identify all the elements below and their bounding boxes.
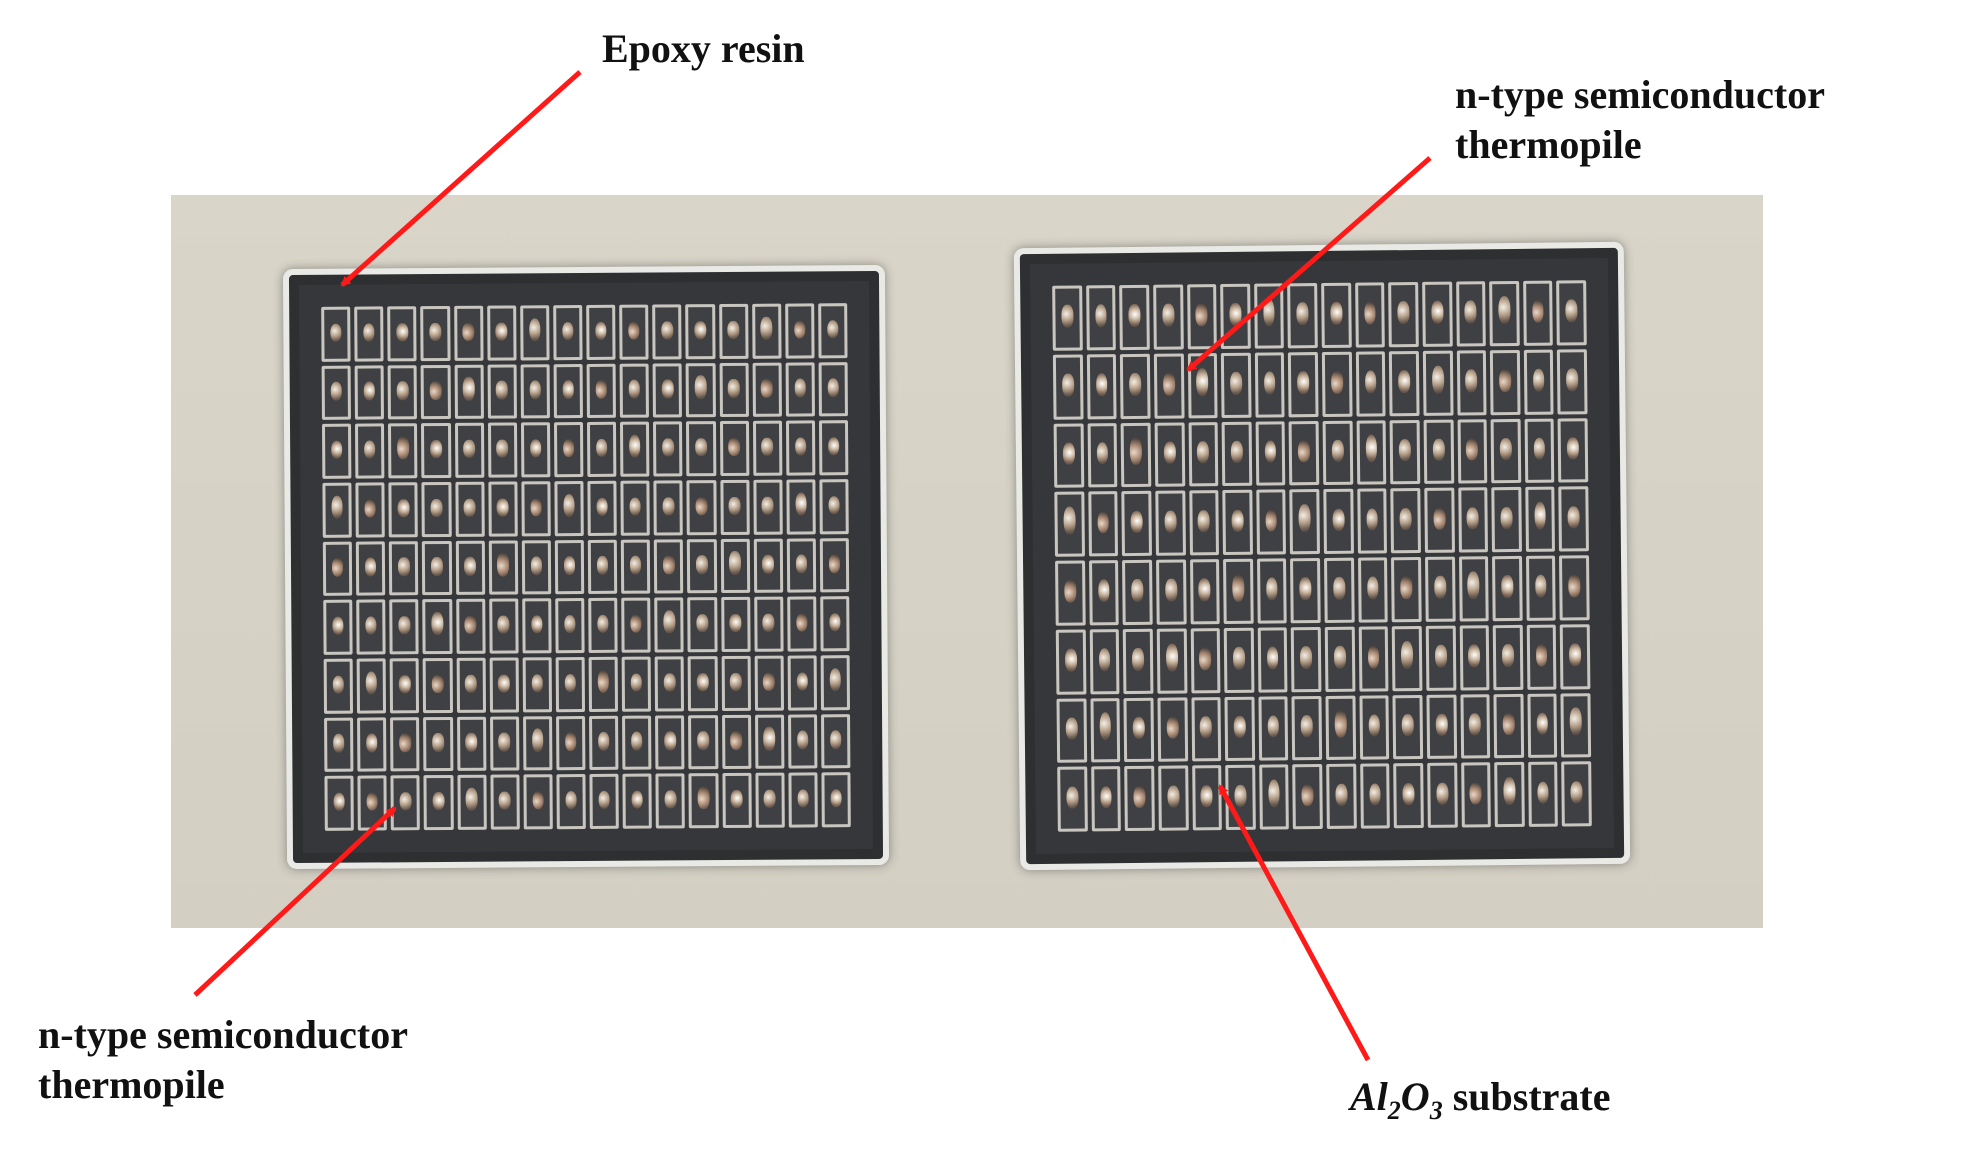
label-n-type-top-line1: n-type semiconductor [1455, 72, 1825, 117]
label-n-type-bottom-line1: n-type semiconductor [38, 1012, 408, 1057]
label-n-type-bottom-line2: thermopile [38, 1062, 225, 1107]
substrate-text: substrate [1442, 1074, 1611, 1119]
arrow-epoxy [340, 70, 582, 287]
formula-al-sub: 2 [1387, 1096, 1401, 1125]
label-n-type-top: n-type semiconductor thermopile [1455, 70, 1825, 170]
formula-o: O [1400, 1074, 1430, 1119]
photo-background [171, 195, 1763, 928]
formula-o-sub: 3 [1429, 1096, 1443, 1125]
arrow-substrate [1217, 784, 1371, 1062]
arrow-n-type-bottom [193, 806, 397, 997]
label-n-type-top-line2: thermopile [1455, 122, 1642, 167]
label-n-type-bottom: n-type semiconductor thermopile [38, 1010, 408, 1110]
formula-al: Al [1350, 1074, 1388, 1119]
label-epoxy-text: Epoxy resin [602, 26, 805, 71]
label-al2o3-substrate: Al2O3 substrate [1350, 1072, 1610, 1136]
label-epoxy-resin: Epoxy resin [602, 24, 805, 74]
arrow-n-type-top [1186, 156, 1432, 372]
